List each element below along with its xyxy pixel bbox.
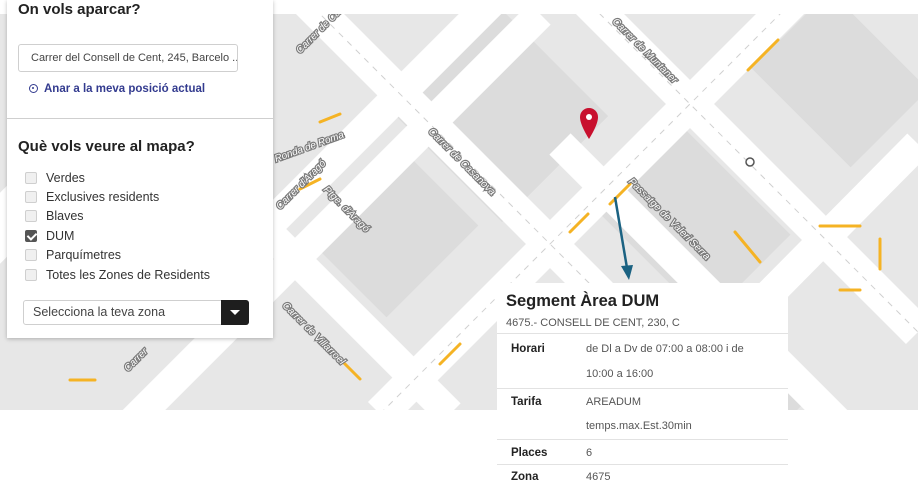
popup-subtitle: 4675.- CONSELL DE CENT, 230, C (506, 317, 680, 329)
row-divider (497, 333, 788, 334)
filter-label: Totes les Zones de Residents (46, 267, 210, 282)
chevron-down-icon[interactable] (221, 300, 249, 325)
filter-label: Parquímetres (46, 248, 122, 263)
filter-label: Exclusives residents (46, 190, 160, 205)
map-filter-title: Què vols veure al mapa? (18, 138, 195, 155)
checkbox[interactable] (25, 171, 37, 184)
popup-title: Segment Àrea DUM (506, 292, 660, 310)
checkbox[interactable] (25, 191, 37, 204)
tarifa-value-line: temps.max.Est.30min (586, 420, 692, 432)
location-pin-icon[interactable] (580, 108, 598, 139)
filter-totes-zones-residents[interactable]: Totes les Zones de Residents (25, 265, 210, 284)
dum-segments (68, 38, 882, 382)
zone-select[interactable]: Selecciona la teva zona (23, 300, 249, 325)
map-filters: Verdes Exclusives residents Blaves DUM P… (25, 168, 210, 284)
filter-label: Verdes (46, 170, 85, 185)
tarifa-label: Tarifa (511, 396, 542, 408)
checkbox[interactable] (25, 249, 37, 262)
filter-verdes[interactable]: Verdes (25, 168, 210, 187)
zona-value: 4675 (586, 471, 611, 483)
divider (7, 118, 273, 119)
filter-exclusives-residents[interactable]: Exclusives residents (25, 187, 210, 206)
dum-info-popup: Segment Àrea DUM 4675.- CONSELL DE CENT,… (497, 283, 788, 483)
panel-title: On vols aparcar? (18, 1, 141, 18)
filter-label: Blaves (46, 209, 84, 224)
places-label: Places (511, 447, 548, 459)
address-input[interactable]: Carrer del Consell de Cent, 245, Barcelo… (18, 44, 238, 72)
places-value: 6 (586, 447, 593, 459)
row-divider (497, 439, 788, 440)
parking-panel: On vols aparcar? Carrer del Consell de C… (7, 0, 273, 338)
filter-label: DUM (46, 228, 75, 243)
tarifa-value-line: AREADUM (586, 396, 642, 408)
zona-label: Zona (511, 471, 539, 483)
gps-icon (29, 84, 38, 93)
current-location-link[interactable]: Anar a la meva posició actual (29, 83, 205, 95)
checkbox-checked[interactable] (25, 229, 37, 242)
horari-label: Horari (511, 343, 545, 355)
checkbox[interactable] (25, 268, 37, 281)
row-divider (497, 388, 788, 389)
filter-parquimetres[interactable]: Parquímetres (25, 246, 210, 265)
horari-value-line: 10:00 a 16:00 (586, 368, 654, 380)
filter-blaves[interactable]: Blaves (25, 207, 210, 226)
horari-value-line: de Dl a Dv de 07:00 a 08:00 i de (586, 343, 744, 355)
pointer-arrow-icon (613, 196, 633, 280)
filter-dum[interactable]: DUM (25, 226, 210, 245)
metro-icon[interactable] (745, 157, 755, 167)
checkbox[interactable] (25, 210, 37, 223)
current-location-label: Anar a la meva posició actual (44, 83, 206, 95)
row-divider (497, 464, 788, 465)
zone-select-value: Selecciona la teva zona (33, 305, 166, 319)
